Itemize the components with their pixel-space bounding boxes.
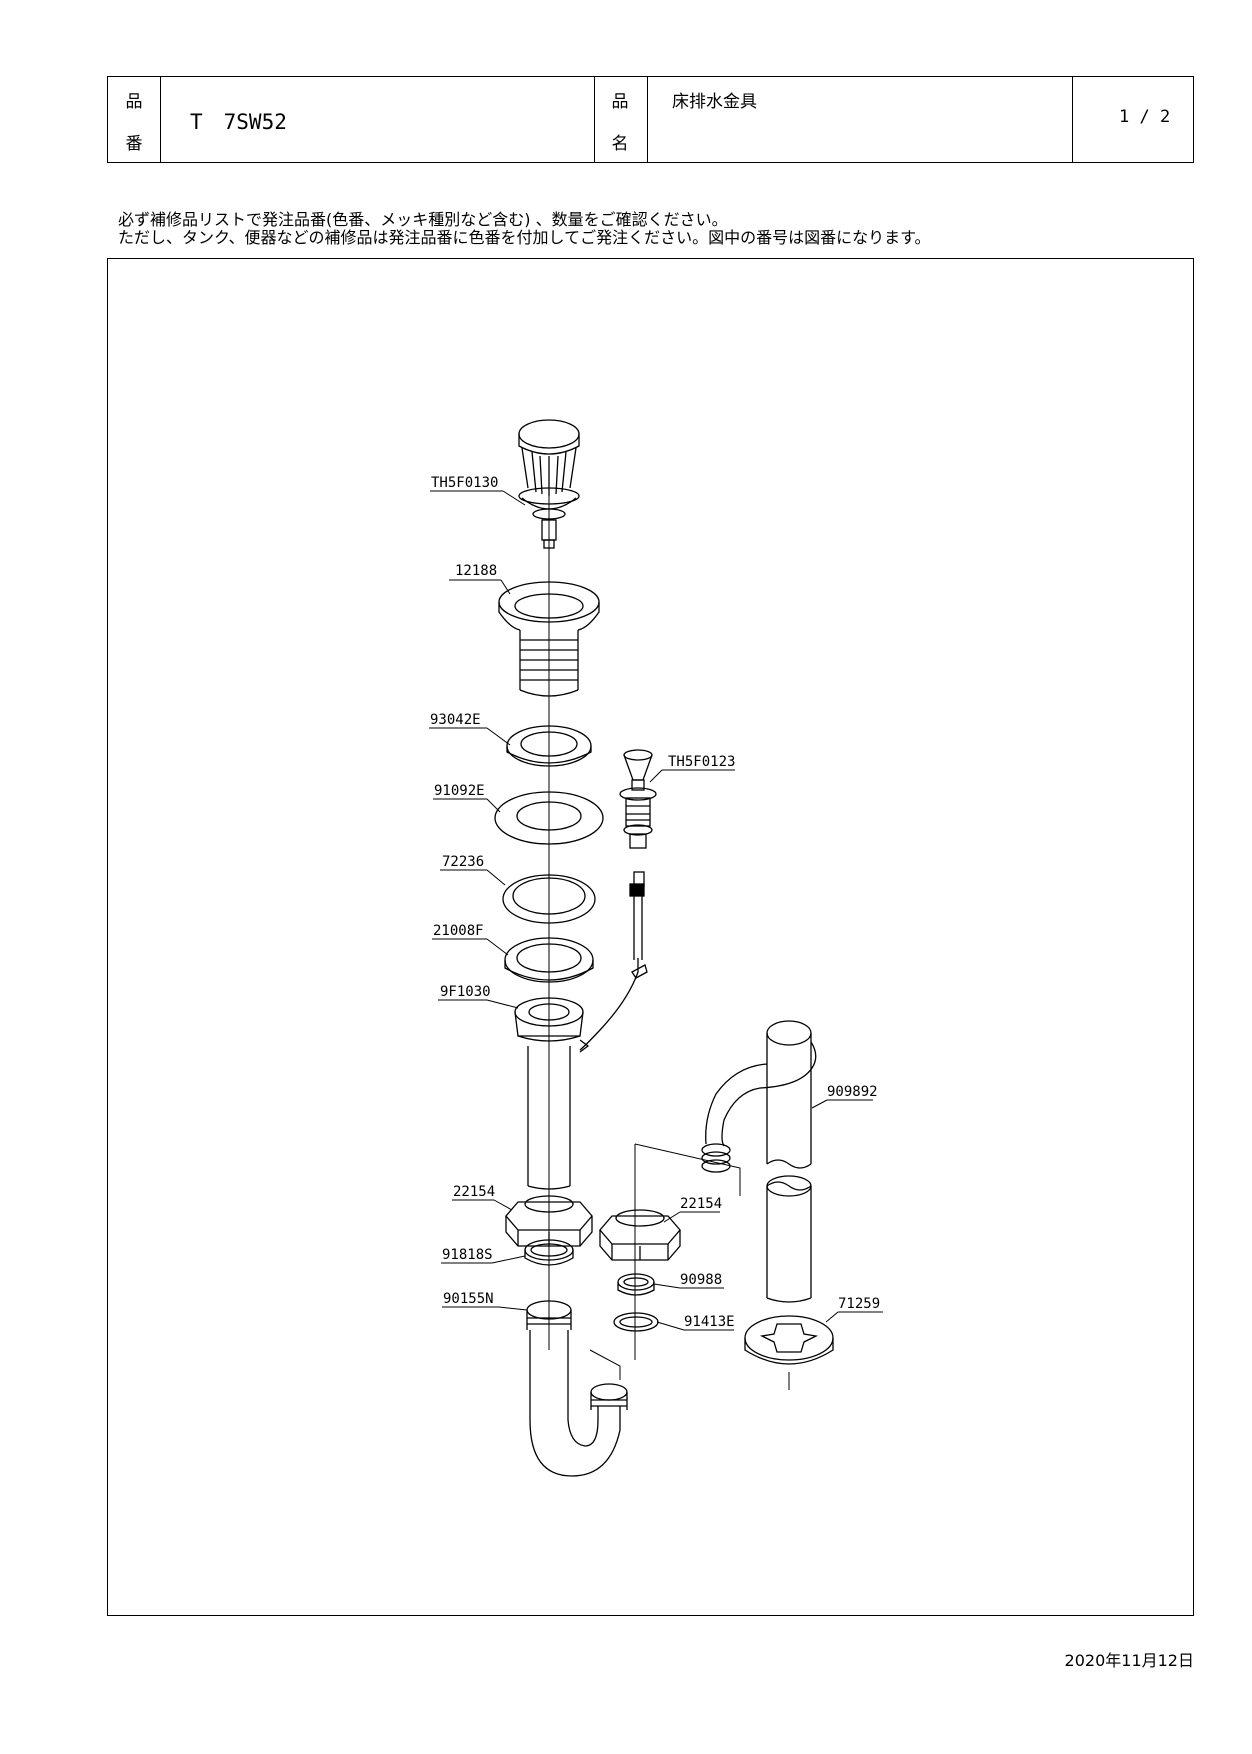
- ring-part: [613, 1312, 659, 1332]
- product-name-label: 品: [611, 92, 629, 112]
- product-number: T 7SW52: [190, 110, 287, 134]
- diagram-frame: [107, 258, 1194, 1616]
- part-label: TH5F0130: [431, 475, 498, 491]
- document-date: 2020年11月12日: [1064, 1651, 1194, 1670]
- header-divider: [647, 77, 648, 162]
- product-name: 床排水金具: [672, 92, 757, 112]
- drain-body-part: [498, 581, 600, 697]
- instruction-line: ただし、タンク、便器などの補修品は発注品番に色番を付加してご発注ください。図中の…: [118, 228, 931, 247]
- tailpiece-part: [514, 997, 590, 1190]
- hex-nut-part: [599, 1209, 681, 1261]
- instructions: 必ず補修品リストで発注品番(色番、メッキ種別など含む) 、数量をご確認ください。…: [118, 211, 930, 247]
- product-name-label: 名: [611, 134, 629, 154]
- popup-knob-part: [579, 749, 657, 1051]
- part-label: 72236: [442, 854, 484, 870]
- part-label: 91092E: [434, 783, 485, 799]
- product-no-label: 品: [125, 92, 143, 112]
- part-label: 93042E: [430, 712, 481, 728]
- product-no-label: 番: [125, 134, 143, 154]
- header-divider: [160, 77, 161, 162]
- washer-part: [494, 791, 604, 845]
- header-divider: [594, 77, 595, 162]
- escutcheon-part: [744, 1315, 834, 1390]
- ring-part: [524, 1239, 574, 1266]
- leader-lines: [429, 490, 883, 1331]
- part-label: 71259: [838, 1296, 880, 1312]
- header-table: 品 番 T 7SW52 品 名 床排水金具 1 / 2: [107, 76, 1194, 163]
- trap-arm-part: [701, 1020, 817, 1303]
- page-number: 1 / 2: [1119, 107, 1171, 127]
- header-divider: [1072, 77, 1073, 162]
- washer-part: [502, 874, 596, 924]
- part-label: 909892: [827, 1084, 878, 1100]
- s-trap-part: [526, 1300, 628, 1477]
- ring-part: [617, 1273, 655, 1296]
- part-label: 22154: [453, 1184, 495, 1200]
- gasket-part: [506, 725, 592, 767]
- part-label: TH5F0123: [668, 754, 735, 770]
- part-label: 9F1030: [440, 984, 491, 1000]
- instruction-line: 必ず補修品リストで発注品番(色番、メッキ種別など含む) 、数量をご確認ください。: [118, 210, 728, 229]
- ring-part: [504, 937, 594, 983]
- part-label: 91413E: [684, 1314, 735, 1330]
- part-label: 90988: [680, 1272, 722, 1288]
- part-label: 91818S: [442, 1247, 493, 1263]
- popup-stopper-part: [518, 419, 580, 549]
- part-label: 21008F: [433, 923, 484, 939]
- part-label: 90155N: [443, 1291, 494, 1307]
- part-label: 22154: [680, 1196, 722, 1212]
- part-label: 12188: [455, 563, 497, 579]
